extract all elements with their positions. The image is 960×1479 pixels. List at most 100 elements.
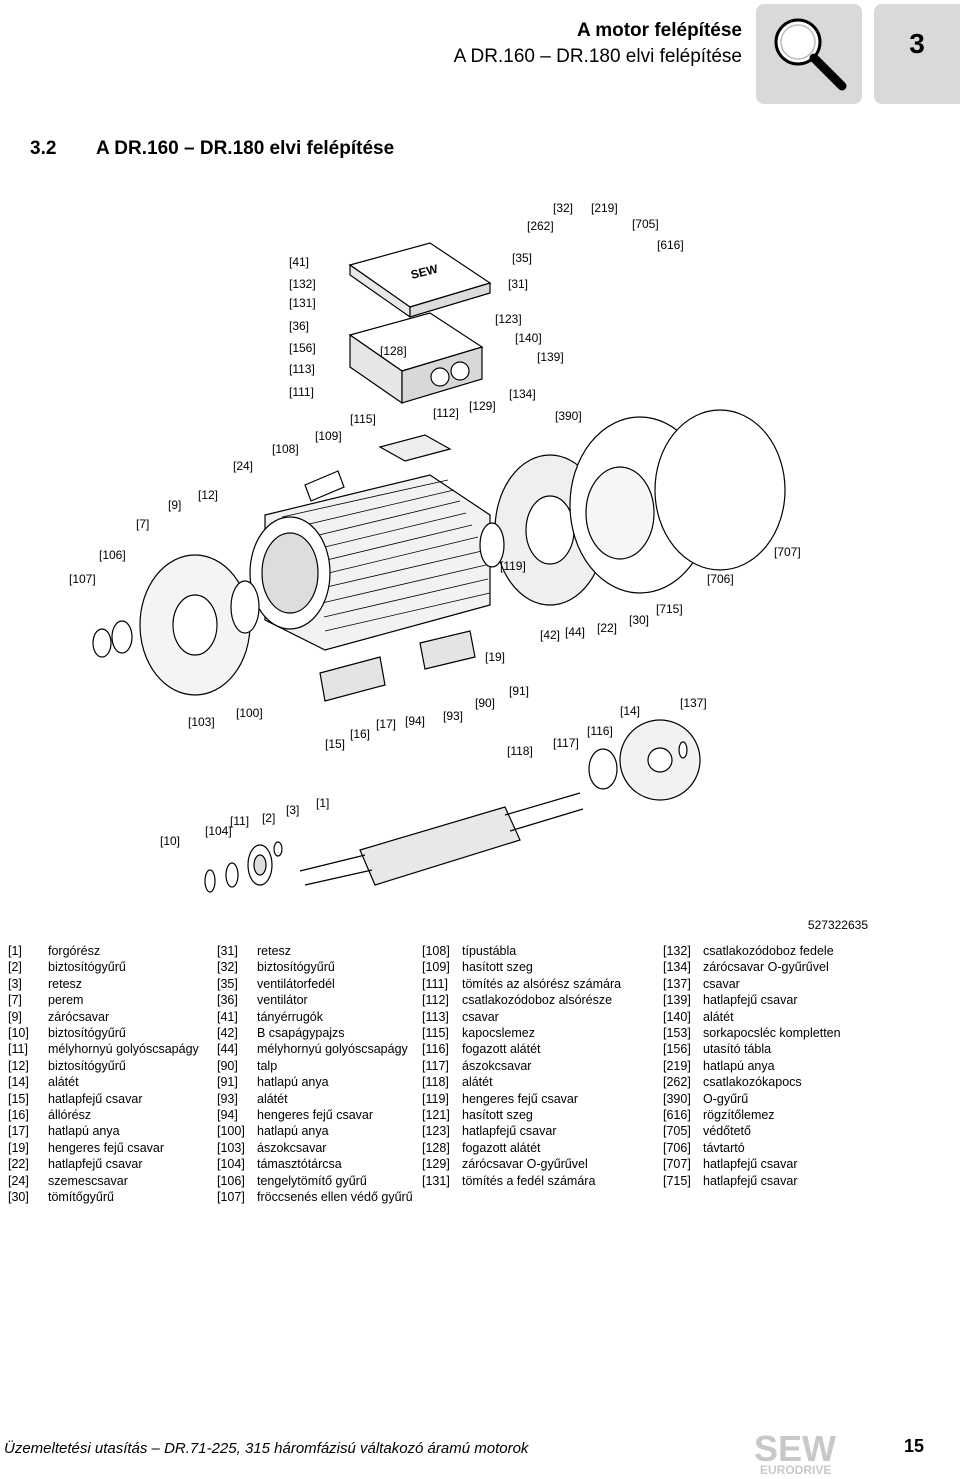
legend-row: [132]csatlakozódoboz fedele: [663, 943, 873, 959]
legend-row: [123]hatlapfejű csavar: [422, 1123, 658, 1139]
callout: [118]: [507, 744, 533, 758]
callout: [35]: [512, 251, 532, 265]
callout: [2]: [262, 811, 275, 825]
legend-code: [107]: [217, 1190, 245, 1205]
legend-text: hengeres fejű csavar: [48, 1140, 165, 1155]
legend-code: [104]: [217, 1157, 245, 1172]
legend-column-3: [108]típustábla[109]hasított szeg[111]tö…: [422, 943, 658, 1189]
legend-text: típustábla: [462, 944, 517, 958]
legend-row: [91]hatlapú anya: [217, 1074, 413, 1090]
header-icon-box: [756, 4, 862, 104]
callout: [113]: [289, 362, 315, 376]
canopy: [654, 409, 786, 571]
legend-text: csatlakozódoboz fedele: [703, 944, 834, 958]
legend-code: [22]: [8, 1157, 29, 1172]
footer-text: Üzemeltetési utasítás – DR.71-225, 315 h…: [4, 1440, 529, 1457]
legend-text: tányérrugók: [257, 1009, 324, 1024]
legend-code: [715]: [663, 1173, 691, 1188]
legend-row: [7] perem: [8, 992, 204, 1008]
callout: [17]: [376, 717, 396, 731]
legend-code: [219]: [663, 1058, 691, 1073]
legend-row: [106]tengelytömítő gyűrű: [217, 1173, 413, 1189]
legend-column-2: [31]retesz[32]biztosítógyűrű[35]ventilát…: [217, 943, 413, 1206]
legend-text: állórész: [48, 1108, 92, 1123]
legend-text: rögzítőlemez: [703, 1108, 775, 1123]
callout: [22]: [597, 621, 617, 635]
legend-code: [41]: [217, 1009, 238, 1024]
legend-row: [35]ventilátorfedél: [217, 976, 413, 992]
callout: [91]: [509, 684, 529, 698]
legend-row: [19]hengeres fejű csavar: [8, 1140, 204, 1156]
legend-row: [219] hatlapú anya: [663, 1058, 873, 1074]
legend-row: [94]hengeres fejű csavar: [217, 1107, 413, 1123]
legend-code: [123]: [422, 1124, 450, 1139]
legend-code: [262]: [663, 1075, 691, 1090]
legend-row: [121]hasított szeg: [422, 1107, 658, 1123]
legend-text: hatlapú anya: [257, 1075, 329, 1090]
callout: [31]: [508, 277, 528, 291]
legend-code: [9]: [8, 1009, 22, 1024]
legend-row: [31]retesz: [217, 943, 413, 959]
legend-code: [116]: [422, 1042, 449, 1057]
legend-text: hatlapfejű csavar: [703, 1157, 798, 1172]
callout: [131]: [289, 296, 316, 310]
legend-row: [44]mélyhornyú golyóscsapágy: [217, 1041, 413, 1057]
terminal-plate: [378, 434, 452, 462]
legend-code: [14]: [8, 1075, 29, 1090]
callout-labels-lower: [1][2][3][10][11][14][104][117][118][137…: [160, 344, 707, 848]
legend-code: [134]: [663, 960, 691, 975]
legend-row: [12] biztosítógyűrű: [8, 1058, 204, 1074]
legend-text: biztosítógyűrű: [48, 1058, 126, 1073]
legend-row: [715]hatlapfejű csavar: [663, 1173, 873, 1189]
legend-text: csatlakozókapocs: [703, 1075, 802, 1090]
legend-text: hatlapú anya: [703, 1058, 775, 1073]
legend-code: [7]: [8, 993, 22, 1008]
legend-text: hatlapfejű csavar: [703, 993, 798, 1008]
legend-text: retesz: [48, 976, 83, 991]
motor-parts: [92, 242, 786, 893]
legend-row: [705]védőtető: [663, 1123, 873, 1139]
legend-text: hatlapfejű csavar: [48, 1157, 143, 1172]
legend-code: [616]: [663, 1108, 691, 1123]
legend-text: védőtető: [703, 1124, 751, 1139]
callout: [12]: [198, 488, 218, 502]
legend-text: perem: [48, 993, 84, 1008]
callout: [44]: [565, 625, 585, 639]
header-subtitle: A DR.160 – DR.180 elvi felépítése: [453, 46, 742, 67]
logo-subtext: EURODRIVE: [760, 1463, 831, 1476]
callout: [156]: [289, 341, 316, 355]
legend-row: [262] csatlakozókapocs: [663, 1074, 873, 1090]
callout: [109]: [315, 429, 342, 443]
section-title-text: A DR.160 – DR.180 elvi felépítése: [96, 138, 395, 159]
legend-code: [12]: [8, 1058, 29, 1073]
callout: [24]: [233, 459, 253, 473]
legend-code: [15]: [8, 1091, 29, 1106]
callout: [104]: [205, 824, 232, 838]
callout: [103]: [188, 715, 215, 729]
legend-code: [32]: [217, 960, 238, 975]
legend-text: tömítés a fedél számára: [462, 1173, 596, 1188]
callout: [111]: [289, 385, 314, 399]
callout: [15]: [325, 737, 345, 751]
legend-code: [129]: [422, 1157, 450, 1172]
legend-text: tömítőgyűrű: [48, 1190, 115, 1205]
legend-code: [140]: [663, 1009, 691, 1024]
cover-plate-text: SEW: [409, 262, 440, 282]
callout: [90]: [475, 696, 495, 710]
legend-row: [108]típustábla: [422, 943, 658, 959]
callout: [129]: [469, 399, 496, 413]
legend-row: [14]alátét: [8, 1074, 204, 1090]
legend-text: távtartó: [703, 1140, 745, 1155]
page-number: 15: [904, 1436, 925, 1456]
callout: [14]: [620, 704, 640, 718]
callout: [262]: [527, 219, 554, 233]
legend-code: [139]: [663, 993, 691, 1008]
legend-row: [153]sorkapocsléc kompletten: [663, 1025, 873, 1041]
legend-code: [44]: [217, 1042, 238, 1057]
legend-row: [119]hengeres fejű csavar: [422, 1091, 658, 1107]
legend-text: alátét: [703, 1009, 734, 1024]
legend-code: [24]: [8, 1173, 29, 1188]
legend-row: [32]biztosítógyűrű: [217, 959, 413, 975]
legend-row: [22] hatlapfejű csavar: [8, 1156, 204, 1172]
